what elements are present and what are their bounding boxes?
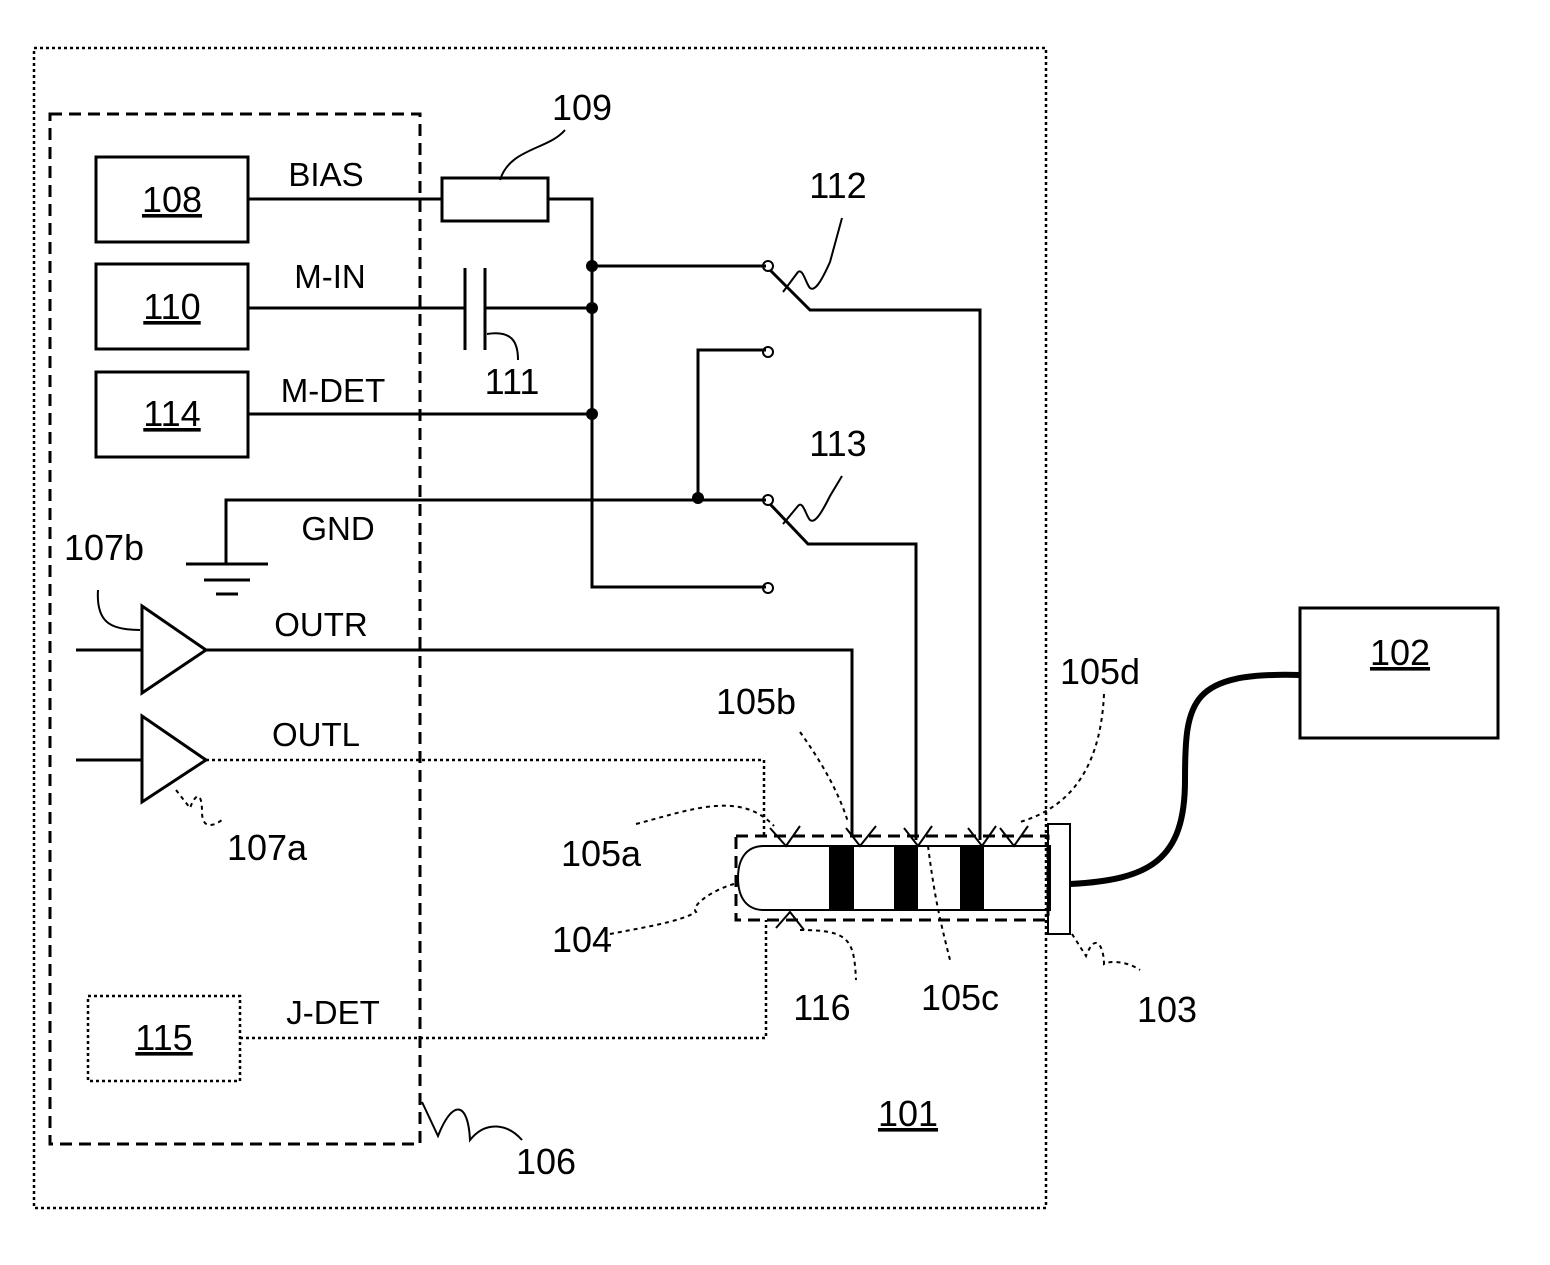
ref-109: 109: [552, 87, 612, 128]
ref-112: 112: [809, 165, 866, 206]
ref-106: 106: [516, 1141, 576, 1182]
ref-111: 111: [485, 361, 540, 402]
block-115-label: 115: [135, 1017, 192, 1058]
plug-ring-2: [894, 846, 918, 910]
label-m-det: M-DET: [281, 372, 385, 409]
ref-107b: 107b: [64, 527, 144, 568]
block-102: 102: [1300, 608, 1498, 738]
codec-106-leader: [422, 1102, 522, 1140]
plug-tip: [738, 846, 830, 910]
switch-113-blade: [770, 504, 916, 840]
block-114-label: 114: [143, 393, 200, 434]
capacitor-111: [465, 268, 485, 350]
headset-cable: [1070, 675, 1300, 884]
block-102-label: 102: [1370, 632, 1430, 673]
label-outr: OUTR: [274, 606, 368, 643]
plug-ring-3: [960, 846, 984, 910]
plug-ring-1: [830, 846, 854, 910]
plug-body: [830, 846, 1050, 910]
label-outl: OUTL: [272, 716, 360, 753]
label-m-in: M-IN: [294, 258, 365, 295]
block-108-label: 108: [142, 179, 202, 220]
ref-104: 104: [552, 919, 612, 960]
ref-101: 101: [878, 1093, 938, 1134]
block-110-label: 110: [143, 286, 200, 327]
label-j-det: J-DET: [286, 994, 380, 1031]
ref-116: 116: [793, 987, 850, 1028]
plug-collar-103: [1048, 824, 1070, 934]
block-114: 114: [96, 372, 248, 457]
ground-symbol: [186, 564, 268, 594]
ref-105d: 105d: [1060, 651, 1140, 692]
block-110: 110: [96, 264, 248, 349]
jack-socket-104: [736, 836, 1048, 920]
ref-105c: 105c: [921, 977, 999, 1018]
capacitor-111-leader: [487, 333, 518, 360]
ref-107a: 107a: [227, 827, 308, 868]
ref-105b: 105b: [716, 681, 796, 722]
ref-113: 113: [809, 423, 866, 464]
ref-105a: 105a: [561, 833, 642, 874]
amplifier-107b: [142, 606, 206, 693]
ref-103: 103: [1137, 989, 1197, 1030]
label-bias: BIAS: [288, 156, 363, 193]
switch-112-blade: [770, 270, 980, 840]
resistor-109: [442, 178, 548, 221]
label-gnd: GND: [301, 510, 374, 547]
block-108: 108: [96, 157, 248, 242]
block-115: 115: [88, 996, 240, 1081]
amplifier-107a: [142, 716, 206, 802]
